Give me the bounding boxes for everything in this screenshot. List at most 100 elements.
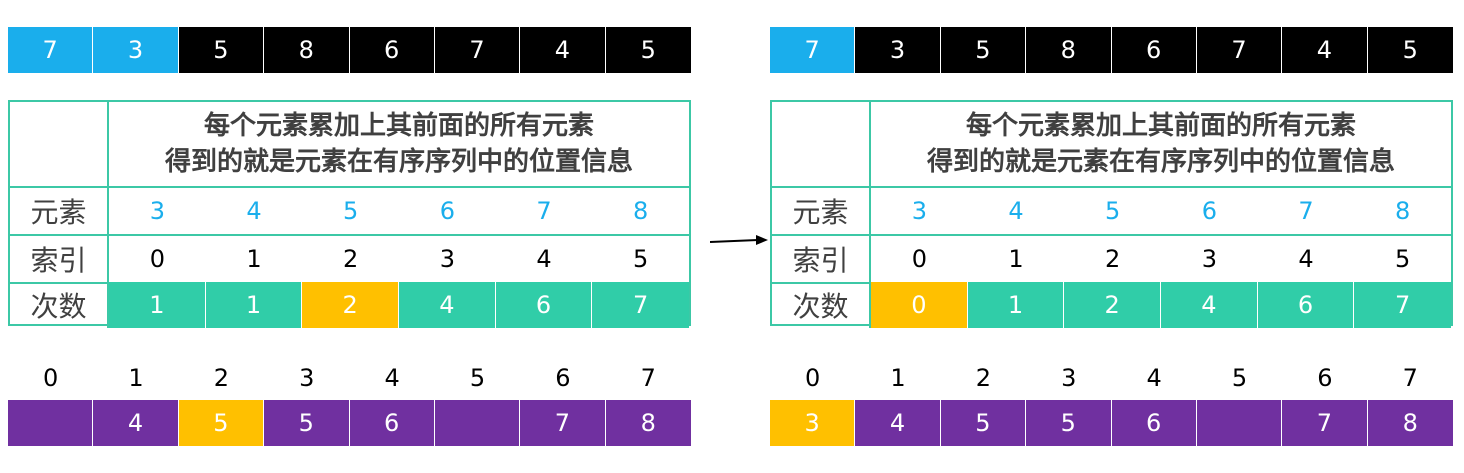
count-cell: 1 xyxy=(205,282,303,328)
count-cell: 1 xyxy=(967,282,1065,328)
element-cell: 6 xyxy=(1201,197,1217,225)
output-index: 6 xyxy=(1317,364,1333,392)
table-title: 每个元素累加上其前面的所有元素 得到的就是元素在有序序列中的位置信息 xyxy=(109,108,689,180)
index-cell: 1 xyxy=(1008,245,1024,273)
index-cell: 5 xyxy=(1395,245,1411,273)
output-cell: 5 xyxy=(264,400,350,446)
output-index: 7 xyxy=(640,364,656,392)
index-cell: 0 xyxy=(149,245,165,273)
table-header: 每个元素累加上其前面的所有元素 得到的就是元素在有序序列中的位置信息 xyxy=(772,102,1451,188)
index-cell: 3 xyxy=(439,245,455,273)
title-line-2: 得到的就是元素在有序序列中的位置信息 xyxy=(926,147,1395,177)
output-cell: 5 xyxy=(940,400,1027,446)
row-indices: 索引 0 1 2 3 4 5 xyxy=(10,236,689,284)
index-cell: 1 xyxy=(246,245,262,273)
input-cell: 5 xyxy=(605,27,691,73)
title-line-2: 得到的就是元素在有序序列中的位置信息 xyxy=(164,147,633,177)
index-cell: 4 xyxy=(1298,245,1314,273)
table-title: 每个元素累加上其前面的所有元素 得到的就是元素在有序序列中的位置信息 xyxy=(871,108,1451,180)
output-cell: 6 xyxy=(349,400,435,446)
output-array: 3 4 5 5 6 7 8 xyxy=(770,400,1453,446)
input-cell: 5 xyxy=(178,27,265,73)
output-cell: 3 xyxy=(770,400,856,446)
count-cell: 2 xyxy=(302,282,400,328)
element-cell: 5 xyxy=(343,197,359,225)
row-label: 元素 xyxy=(10,188,109,234)
element-cell: 4 xyxy=(246,197,262,225)
output-cell: 4 xyxy=(93,400,179,446)
output-index: 4 xyxy=(1146,364,1162,392)
count-cell: 7 xyxy=(592,282,690,328)
index-cell: 3 xyxy=(1201,245,1217,273)
output-index: 0 xyxy=(805,364,821,392)
output-cell: 6 xyxy=(1111,400,1197,446)
output-index: 3 xyxy=(1061,364,1077,392)
output-cell: 7 xyxy=(1282,400,1368,446)
count-cell: 4 xyxy=(399,282,496,328)
output-cell xyxy=(1196,400,1283,446)
element-cell: 7 xyxy=(536,197,552,225)
arrow-right-icon xyxy=(710,235,768,245)
input-cell: 4 xyxy=(520,27,606,73)
output-cell xyxy=(8,400,94,446)
element-cell: 3 xyxy=(149,197,165,225)
element-cell: 8 xyxy=(1395,197,1411,225)
output-cell xyxy=(434,400,521,446)
count-table: 每个元素累加上其前面的所有元素 得到的就是元素在有序序列中的位置信息 元素 3 … xyxy=(8,100,691,328)
row-elements: 元素 3 4 5 6 7 8 xyxy=(10,188,689,236)
title-line-1: 每个元素累加上其前面的所有元素 xyxy=(965,111,1356,141)
input-cell: 8 xyxy=(264,27,350,73)
output-index: 2 xyxy=(975,364,992,392)
output-cell: 7 xyxy=(520,400,606,446)
output-index-row: 0 1 2 3 4 5 6 7 xyxy=(770,362,1453,394)
output-array: 4 5 5 6 7 8 xyxy=(8,400,691,446)
left-panel: 7 3 5 8 6 7 4 5 每个元素累加上其前面的所有元素 得到的就是元素在… xyxy=(8,0,691,473)
count-cell: 0 xyxy=(871,282,968,328)
input-cell: 8 xyxy=(1026,27,1112,73)
row-label: 索引 xyxy=(772,236,871,282)
input-cell: 6 xyxy=(1111,27,1197,73)
input-cell: 7 xyxy=(434,27,521,73)
row-label: 次数 xyxy=(10,282,109,328)
row-label: 次数 xyxy=(772,282,871,328)
index-cell: 2 xyxy=(1105,245,1121,273)
input-cell: 5 xyxy=(1367,27,1453,73)
output-index-row: 0 1 2 3 4 5 6 7 xyxy=(8,362,691,394)
input-cell: 4 xyxy=(1282,27,1368,73)
title-line-1: 每个元素累加上其前面的所有元素 xyxy=(203,111,594,141)
input-cell: 7 xyxy=(8,27,94,73)
output-index: 2 xyxy=(213,364,230,392)
output-index: 1 xyxy=(890,364,906,392)
right-panel: 7 3 5 8 6 7 4 5 每个元素累加上其前面的所有元素 得到的就是元素在… xyxy=(770,0,1453,473)
index-cell: 5 xyxy=(633,245,649,273)
output-cell: 5 xyxy=(1026,400,1112,446)
count-cell: 6 xyxy=(495,282,593,328)
input-cell: 7 xyxy=(770,27,856,73)
input-cell: 3 xyxy=(93,27,179,73)
output-index: 5 xyxy=(469,364,486,392)
output-cell: 8 xyxy=(605,400,691,446)
row-counts: 次数 1 1 2 4 6 7 xyxy=(10,282,690,328)
output-index: 5 xyxy=(1231,364,1248,392)
count-cell: 1 xyxy=(109,282,206,328)
output-index: 6 xyxy=(555,364,571,392)
output-cell: 4 xyxy=(855,400,941,446)
input-array: 7 3 5 8 6 7 4 5 xyxy=(8,27,691,73)
input-cell: 3 xyxy=(855,27,941,73)
output-cell: 5 xyxy=(178,400,265,446)
input-cell: 5 xyxy=(940,27,1027,73)
output-cell: 8 xyxy=(1367,400,1453,446)
row-counts: 次数 0 1 2 4 6 7 xyxy=(772,282,1452,328)
index-cell: 0 xyxy=(911,245,927,273)
output-index: 4 xyxy=(384,364,400,392)
count-cell: 4 xyxy=(1161,282,1258,328)
input-cell: 7 xyxy=(1196,27,1283,73)
input-cell: 6 xyxy=(349,27,435,73)
element-cell: 4 xyxy=(1008,197,1024,225)
element-cell: 8 xyxy=(633,197,649,225)
index-cell: 4 xyxy=(536,245,552,273)
row-elements: 元素 3 4 5 6 7 8 xyxy=(772,188,1451,236)
table-corner xyxy=(10,102,109,186)
count-cell: 2 xyxy=(1064,282,1162,328)
row-label: 索引 xyxy=(10,236,109,282)
